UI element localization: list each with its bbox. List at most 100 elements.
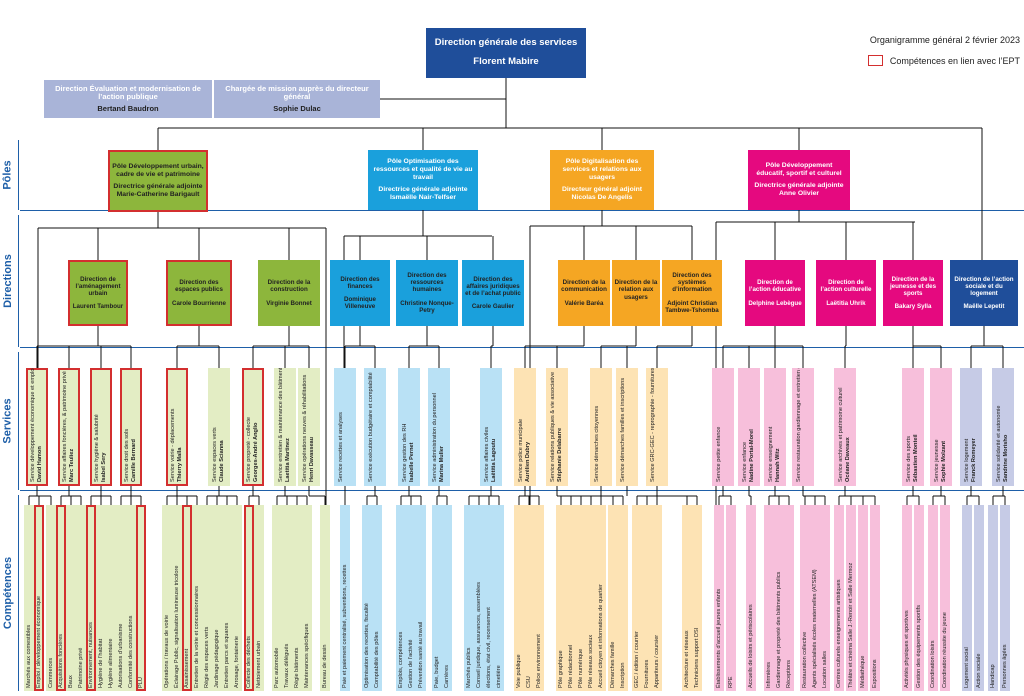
service-box: Service affaires foncières, & patrimoine… bbox=[58, 368, 80, 486]
competence-item: Assainissement bbox=[182, 505, 192, 691]
service-title: Service solidarité et autonomie bbox=[996, 405, 1002, 483]
competence-item: Autorisations d’urbanisme bbox=[116, 505, 126, 691]
competence-label: Jardinage pédagogique bbox=[214, 629, 220, 688]
competence-item: Régie des espaces verts bbox=[202, 505, 212, 691]
direction-name: Adjoint Christian Tambwe-Tshomba bbox=[665, 299, 719, 314]
competence-item: Conseil juridique, assurances, assemblée… bbox=[474, 505, 484, 691]
service-head: Claude Scianna bbox=[219, 440, 225, 482]
service-head: Océane Daveaux bbox=[845, 437, 851, 482]
separator-services-competences bbox=[20, 490, 1024, 491]
competence-item: Centres culturels enseignements artistiq… bbox=[834, 505, 844, 691]
service-title: Service affaires foncières, & patrimoine… bbox=[62, 371, 68, 482]
service-title: Service voirie - déplacements bbox=[170, 408, 176, 482]
service-box: Service démarches familles et inscriptio… bbox=[616, 368, 638, 486]
direction-title: Direction des espaces publics bbox=[175, 279, 223, 294]
competence-item: Théâtre et cinéma Salle J.-Renoir et Sal… bbox=[846, 505, 856, 691]
direction-name: Dominique Villeneuve bbox=[344, 296, 376, 311]
competence-item: Arrosage, fontainerie bbox=[232, 505, 242, 691]
competence-label: Théâtre et cinéma Salle J.-Renoir et Sal… bbox=[848, 562, 854, 688]
competence-label: Emploi / développement économique bbox=[36, 595, 42, 688]
competence-item: Conformité des constructions bbox=[126, 505, 136, 691]
competence-label: Conformité des constructions bbox=[128, 615, 134, 688]
competence-item: Régie bâtiments bbox=[292, 505, 302, 691]
service-head: Georges-André Anglio bbox=[253, 422, 259, 482]
competence-label: Baux bbox=[68, 675, 74, 688]
competence-item: cimetière bbox=[494, 505, 504, 691]
pole-box-digitalisation: Pôle Digitalisation des services et rela… bbox=[550, 150, 654, 210]
service-title: Service opérations neuves & réhabilitati… bbox=[302, 374, 308, 482]
competence-label: Action sociale bbox=[976, 653, 982, 688]
competence-item: Optimisation des recettes, fiscalité bbox=[362, 505, 372, 691]
competence-item: Appariteurs / coursier bbox=[652, 505, 662, 691]
service-title: Service GRC-GEC - reprographie - fournit… bbox=[650, 368, 656, 482]
competence-label: Agents spécialisés écoles maternelles (A… bbox=[812, 569, 818, 688]
separator-poles-directions bbox=[20, 210, 1024, 211]
competence-item: Restauration collective bbox=[800, 505, 810, 691]
direction-title: Direction des affaires juridiques et de … bbox=[465, 275, 521, 297]
competence-label: Pôle rédactionnel bbox=[568, 644, 574, 688]
service-title: Service enseignement bbox=[768, 426, 774, 482]
competence-label: Autorisations d’urbanisme bbox=[118, 623, 124, 688]
service-title: Service administration du personnel bbox=[432, 393, 438, 482]
competence-item: Collecte des déchets bbox=[244, 505, 254, 691]
competence-label: Hygiène de l’habitat bbox=[98, 638, 104, 688]
competence-item: Hygiène de l’habitat bbox=[96, 505, 106, 691]
pole-box-educatif: Pôle Développement éducatif, sportif et … bbox=[748, 150, 850, 210]
competence-label: élections, état civil, recensement bbox=[486, 607, 492, 688]
service-head: Sophie Molzant bbox=[941, 440, 947, 482]
competence-label: Pôle graphique bbox=[558, 650, 564, 688]
direction-name: Valérie Baréa bbox=[564, 299, 604, 307]
competence-item: Entretien de la voirie et concessionnair… bbox=[192, 505, 202, 691]
competence-item: Démarches famille bbox=[608, 505, 618, 691]
service-title: Service entretien & maintenance des bâti… bbox=[278, 368, 284, 482]
competence-label: Accueil citoyen et informations de quart… bbox=[598, 584, 604, 688]
competence-label: Marchés publics bbox=[466, 647, 472, 688]
competence-label: Personnes âgées bbox=[1002, 644, 1008, 688]
direction-name: Maëlle Lepetit bbox=[963, 303, 1005, 311]
competence-item: Maintenances spécifiques bbox=[302, 505, 312, 691]
service-head: Laetitia Martinez bbox=[285, 438, 291, 482]
service-head: Marina Muller bbox=[439, 445, 445, 482]
service-head: Thierry Malla bbox=[177, 447, 183, 482]
competence-item: Pôle rédactionnel bbox=[566, 505, 576, 691]
competence-label: Emplois, compétences bbox=[398, 631, 404, 688]
competence-label: Accueils de loisirs et périscolaires bbox=[748, 604, 754, 688]
mission-title: Direction Évaluation et modernisation de… bbox=[55, 83, 201, 102]
pole-head: Directrice générale adjointe Marie-Cathe… bbox=[113, 183, 203, 198]
pole-head: Directrice générale adjointe Ismaëlle Na… bbox=[378, 185, 468, 201]
direction-name: Delphine Lebègue bbox=[748, 299, 802, 307]
service-head: Marc Teuliez bbox=[69, 448, 75, 482]
competence-label: Gestion de l’activité bbox=[408, 639, 414, 688]
competence-item: Comptabilité des pôles bbox=[372, 505, 382, 691]
pole-title: Pôle Digitalisation des services et rela… bbox=[562, 158, 642, 182]
competence-item: Pôle graphique bbox=[556, 505, 566, 691]
competence-item: Baux bbox=[66, 505, 76, 691]
competence-label: Gestion des équipements sportifs bbox=[916, 604, 922, 688]
pole-head: Directeur général adjoint Nicolas De Ang… bbox=[561, 185, 643, 201]
service-title: Service logement bbox=[964, 438, 970, 482]
competence-label: Paie et paiement centralisé, subventions… bbox=[342, 564, 348, 688]
service-title: Service jeunesse bbox=[934, 439, 940, 482]
competence-item: Carrières bbox=[442, 505, 452, 691]
legend-label: Compétences en lien avec l’EPT bbox=[889, 55, 1020, 66]
competence-item: Médiathèque bbox=[858, 505, 868, 691]
competence-item: Paie et paiement centralisé, subventions… bbox=[340, 505, 350, 691]
service-title: Service archives et patrimoine culturel bbox=[838, 387, 844, 482]
competence-label: Réceptions bbox=[786, 660, 792, 688]
competence-item: Police environnement bbox=[534, 505, 544, 691]
direction-title: Direction de la jeunesse et des sports bbox=[889, 275, 937, 297]
competence-label: Bureau de dessin bbox=[322, 644, 328, 688]
competence-label: RPE bbox=[728, 676, 734, 688]
competence-label: Comptabilité des pôles bbox=[374, 631, 380, 688]
legend-swatch bbox=[867, 55, 883, 66]
service-title: Service développement économique et empl… bbox=[30, 368, 36, 482]
competence-label: Collecte des déchets bbox=[246, 636, 252, 688]
